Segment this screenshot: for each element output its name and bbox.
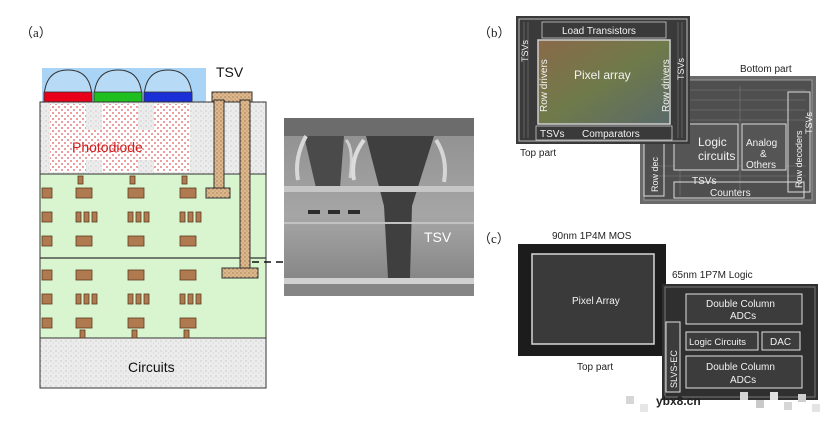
analog-line2: & — [760, 149, 767, 160]
circuits-label: Circuits — [128, 359, 175, 375]
panel-label-c: （c） — [478, 231, 510, 246]
metal-via — [143, 211, 150, 223]
metal-via — [195, 293, 202, 305]
metal-interconnects — [41, 175, 202, 339]
metal-block — [179, 187, 197, 199]
metal-block — [41, 187, 53, 199]
metal-block — [41, 269, 53, 281]
tsvs-right-bottom: TSVs — [804, 111, 814, 134]
panel-label-b: （b） — [478, 25, 511, 40]
metal-block — [127, 187, 145, 199]
metal-contact — [131, 329, 138, 339]
metal-via — [135, 293, 142, 305]
bottom-part-chip-c: Double Column ADCs Logic Circuits DAC Do… — [662, 284, 818, 400]
double-column-adcs-top-l2: ADCs — [730, 311, 756, 322]
metal-via — [91, 293, 98, 305]
metal-via — [83, 211, 90, 223]
tsv-right-post — [239, 99, 251, 273]
metal-contact — [183, 329, 190, 339]
metal-via — [179, 293, 186, 305]
top-process-label: 90nm 1P4M MOS — [552, 231, 632, 242]
bottom-part-caption: Bottom part — [740, 64, 792, 75]
tsv-top-pad — [211, 91, 253, 103]
metal-block — [127, 317, 145, 329]
tsvs-left: TSVs — [520, 39, 530, 62]
filter-green — [93, 91, 143, 103]
metal-block — [127, 269, 145, 281]
metal-block — [41, 235, 53, 247]
row-drivers-left: Row drivers — [539, 59, 550, 112]
filter-red — [43, 91, 93, 103]
bottom-process-label: 65nm 1P7M Logic — [672, 270, 753, 281]
tsv-upper-pad — [205, 187, 231, 199]
dac-label: DAC — [770, 337, 791, 348]
metal-via — [75, 293, 82, 305]
top-part-caption-b: Top part — [520, 148, 557, 159]
metal-block — [179, 235, 197, 247]
sem-tsv-image: TSV — [284, 118, 474, 296]
wiring-layer — [39, 173, 267, 339]
tsvs-center: TSVs — [692, 176, 716, 187]
bottom-bar-tsvs: TSVs — [540, 129, 564, 140]
metal-block — [179, 269, 197, 281]
row-decoders-right: Row decoders — [794, 130, 804, 188]
double-column-adcs-top-l1: Double Column — [706, 299, 775, 310]
metal-block — [75, 317, 93, 329]
metal-block — [75, 269, 93, 281]
tsv-left-post — [213, 99, 225, 193]
metal-via — [127, 211, 134, 223]
sem-tsv-label: TSV — [424, 229, 452, 245]
metal-contact — [79, 329, 86, 339]
circuits-layer — [39, 337, 267, 389]
metal-block — [41, 293, 53, 305]
metal-via — [143, 293, 150, 305]
pixel-array-label: Pixel array — [574, 68, 631, 82]
metal-contact — [77, 175, 84, 185]
row-decoders-left: Row dec — [650, 156, 660, 192]
bottom-bar-comparators: Comparators — [582, 129, 640, 140]
pixel-array-label-c: Pixel Array — [572, 296, 620, 307]
analog-line1: Analog — [746, 138, 777, 149]
metal-via — [195, 211, 202, 223]
metal-via — [91, 211, 98, 223]
top-part-chip: Load Transistors Pixel array Row drivers… — [516, 16, 690, 144]
metal-block — [41, 211, 53, 223]
analog-line3: Others — [746, 160, 776, 171]
row-drivers-right: Row drivers — [661, 59, 672, 112]
metal-via — [127, 293, 134, 305]
metal-via — [83, 293, 90, 305]
metal-block — [127, 235, 145, 247]
metal-block — [75, 187, 93, 199]
metal-contact — [181, 175, 188, 185]
watermark-area: ybx8.cn — [620, 388, 830, 418]
watermark-text: ybx8.cn — [656, 394, 701, 408]
metal-via — [179, 211, 186, 223]
photodiode-band — [62, 130, 188, 160]
top-part-caption-c: Top part — [577, 362, 614, 373]
metal-block — [75, 235, 93, 247]
load-transistors-label: Load Transistors — [562, 26, 636, 37]
tsv-label: TSV — [216, 64, 244, 80]
metal-via — [187, 293, 194, 305]
slvs-ec-label: SLVS-EC — [669, 350, 679, 388]
double-column-adcs-bottom-l2: ADCs — [730, 375, 756, 386]
double-column-adcs-bottom-l1: Double Column — [706, 362, 775, 373]
metal-via — [135, 211, 142, 223]
filter-blue — [143, 91, 193, 103]
metal-block — [179, 317, 197, 329]
metal-via — [187, 211, 194, 223]
top-part-chip-c: Pixel Array — [518, 244, 666, 356]
panel-label-a: （a） — [20, 25, 52, 40]
counters-label: Counters — [710, 188, 751, 199]
logic-circuits-line2: circuits — [698, 149, 735, 163]
tsvs-right: TSVs — [676, 57, 686, 80]
logic-circuits-label-c: Logic Circuits — [689, 337, 746, 348]
logic-circuits-line1: Logic — [698, 135, 727, 149]
photodiode-label: Photodiode — [72, 139, 143, 155]
tsv-lower-pad — [221, 267, 259, 279]
metal-via — [75, 211, 82, 223]
metal-contact — [129, 175, 136, 185]
metal-block — [41, 317, 53, 329]
